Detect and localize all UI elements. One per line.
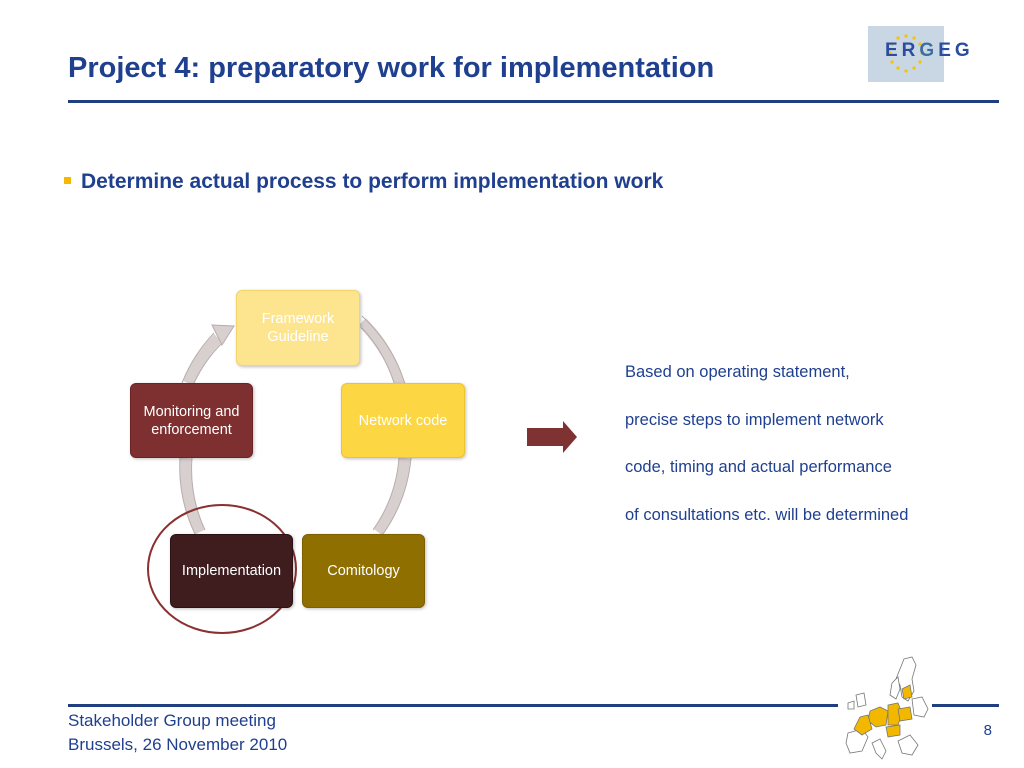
note-line: code, timing and actual performance [625, 458, 892, 476]
bullet-item: Determine actual process to perform impl… [64, 170, 663, 194]
footer-location-date: Brussels, 26 November 2010 [68, 735, 288, 754]
note-line: precise steps to implement network [625, 410, 884, 429]
footer-divider-right [932, 704, 999, 707]
node-framework-guideline: Framework Guideline [236, 290, 360, 366]
node-comitology: Comitology [302, 534, 425, 608]
node-network-code: Network code [341, 383, 465, 458]
note-line: of consultations etc. will be determined [625, 505, 909, 524]
arrow-right-icon [527, 421, 577, 453]
cycle-arc [358, 318, 406, 387]
bullet-text: Determine actual process to perform impl… [81, 170, 664, 193]
footer-info: Stakeholder Group meeting Brussels, 26 N… [68, 709, 287, 757]
node-monitoring-enforcement: Monitoring and enforcement [130, 383, 253, 458]
bullet-square-icon [64, 176, 71, 184]
highlight-ring [147, 504, 297, 634]
footer-meeting: Stakeholder Group meeting [68, 711, 276, 730]
page-number: 8 [983, 722, 992, 739]
footer-divider [68, 704, 838, 707]
title-divider [68, 100, 999, 103]
cycle-arc [180, 457, 206, 535]
logo-text: ERGEG [885, 40, 974, 61]
explanation-text: Based on operating statement, precise st… [625, 361, 995, 551]
europe-map-icon [845, 656, 929, 760]
cycle-arc [182, 334, 223, 386]
cycle-arc [373, 457, 411, 536]
node-implementation: Implementation [170, 534, 293, 608]
slide-title: Project 4: preparatory work for implemen… [68, 52, 715, 84]
eu-stars-icon [888, 34, 924, 73]
cycle-arrowhead-icon [211, 324, 235, 347]
note-line: Based on operating statement, [625, 363, 850, 381]
